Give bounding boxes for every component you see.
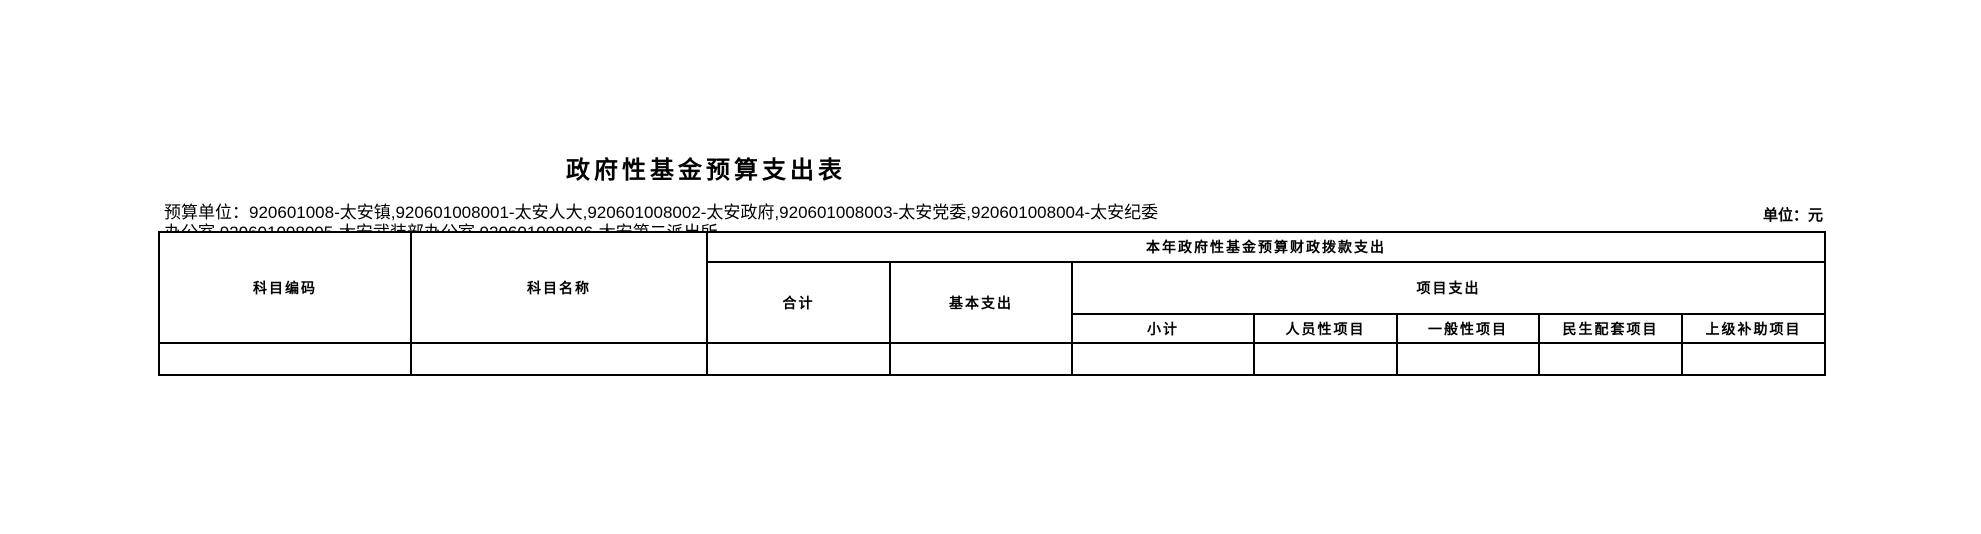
page-title: 政府性基金预算支出表 (566, 156, 846, 184)
expenditure-table: 科目编码 科目名称 本年政府性基金预算财政拨款支出 合计 基本支出 项目支出 小… (158, 231, 1827, 376)
header-personnel: 人员性项目 (1253, 313, 1398, 344)
cell (410, 342, 708, 376)
budget-unit-line: 预算单位：920601008-太安镇,920601008001-太安人大,920… (164, 203, 1164, 231)
cell (1680, 342, 1827, 376)
cell (1538, 342, 1683, 376)
cell (1071, 342, 1255, 376)
currency-unit: 单位：元 (1762, 206, 1823, 224)
header-total: 合计 (706, 261, 891, 344)
cell (1396, 342, 1540, 376)
budget-unit-label: 预算单位： (164, 203, 249, 222)
header-group: 本年政府性基金预算财政拨款支出 (705, 231, 1827, 263)
header-code: 科目编码 (158, 231, 412, 344)
header-subtotal: 小计 (1071, 313, 1255, 344)
header-subsidy: 上级补助项目 (1680, 313, 1827, 344)
cell (889, 342, 1073, 376)
header-basic: 基本支出 (889, 261, 1073, 344)
cell (158, 342, 412, 376)
header-name: 科目名称 (410, 231, 708, 344)
budget-unit-value: 920601008-太安镇,920601008001-太安人大,92060100… (164, 203, 1159, 231)
table-row (158, 342, 1827, 376)
header-livelihood: 民生配套项目 (1538, 313, 1683, 344)
cell (706, 342, 891, 376)
header-project: 项目支出 (1070, 261, 1827, 315)
cell (1253, 342, 1398, 376)
header-general: 一般性项目 (1396, 313, 1540, 344)
